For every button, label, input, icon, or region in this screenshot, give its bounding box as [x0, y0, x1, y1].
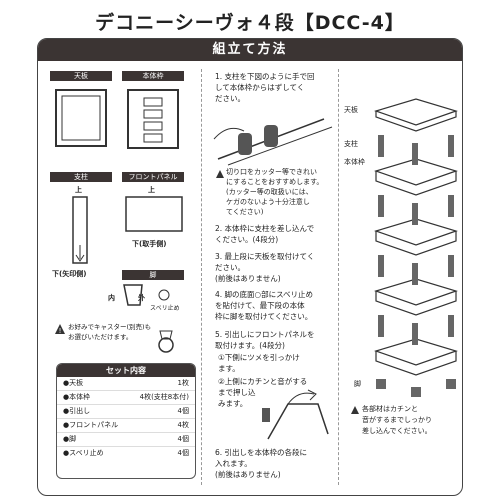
set-contents-title: セット内容 — [57, 364, 195, 377]
caster-icon — [158, 330, 174, 353]
step-2: 2. 本体枠に支柱を差し込んでください。(4段分) — [215, 224, 315, 244]
step-5-sub-1: ①下側にツメを引っかけます。 — [218, 353, 300, 373]
step-5-sub-2: ②上側にカチンと音がするまで押し込みます。 — [218, 377, 308, 408]
part-tag-leg: 脚 — [122, 270, 184, 280]
step-5-illustration — [262, 389, 329, 440]
step-5: 5. 引出しにフロントパネルを取付けます。(4段分) — [215, 330, 315, 350]
slip-stop-icon — [158, 289, 170, 301]
column-divider — [201, 69, 202, 485]
leg-in-label: 内 — [108, 294, 115, 302]
diagram-label-top-board: 天板 — [344, 106, 358, 114]
front-down-label: 下(取手側) — [132, 240, 167, 248]
diagram-label-leg: 脚 — [354, 380, 361, 388]
part-tag-support: 支柱 — [50, 172, 112, 182]
step-6: 6. 引出しを本体枠の各段に入れます。(前後はありません) — [215, 448, 308, 479]
part-tag-top-board: 天板 — [50, 71, 112, 81]
top-board-icon — [55, 89, 107, 147]
support-down-label: 下(矢印側) — [52, 270, 87, 278]
slip-stop-label: スベリ止め — [150, 305, 180, 312]
front-panel-icon — [125, 196, 183, 232]
page-title: デコニーシーヴォ４段【DCC-4】 — [95, 12, 405, 34]
instruction-sheet: 組立て方法 天板 本体枠 支柱 上 下(矢印側) フロントパネル 上 下(取手側… — [37, 38, 463, 496]
svg-text:!: ! — [59, 327, 62, 335]
caster-note-line-2: お選びいただけます。 — [68, 333, 133, 341]
part-tag-frame: 本体枠 — [122, 71, 184, 81]
caution-icon — [351, 406, 359, 414]
step-3: 3. 最上段に天板を取付けてください。(前後はありません) — [215, 252, 315, 283]
diagram-label-support: 支柱 — [344, 140, 358, 148]
column-divider — [338, 69, 339, 485]
caution-icon: ! — [55, 324, 65, 335]
support-up-label: 上 — [75, 186, 82, 194]
front-up-label: 上 — [148, 186, 155, 194]
section-banner: 組立て方法 — [38, 39, 462, 61]
support-icon — [72, 196, 88, 264]
caution-icon — [216, 170, 224, 178]
diagram-note-line-2: 音がするまでしっかり — [362, 416, 432, 424]
part-tag-front-panel: フロントパネル — [122, 172, 184, 182]
frame-icon — [127, 89, 179, 149]
diagram-note-line-1: 各部材はカチンと — [362, 405, 418, 413]
exploded-assembly-diagram — [374, 98, 458, 397]
diagram-note-line-3: 差し込んでください。 — [362, 427, 432, 435]
step-1-caution: 切り口をカッター等できれいにすることをおすすめします。(カッター等の取扱いには、… — [226, 168, 324, 216]
step-1-illustration — [213, 118, 333, 166]
leg-out-label: 外 — [138, 294, 145, 302]
step-1: 1. 支柱を下図のように手で回して本体枠からはずしてください。 — [215, 72, 315, 103]
step-4: 4. 脚の底面○部にスベリ止めを貼付けて、最下段の本体枠に脚を取付けてください。 — [215, 290, 314, 321]
diagram-label-frame: 本体枠 — [344, 158, 365, 166]
caster-note-line-1: お好みでキャスター(別売)も — [68, 323, 152, 331]
leg-icon — [123, 284, 143, 306]
